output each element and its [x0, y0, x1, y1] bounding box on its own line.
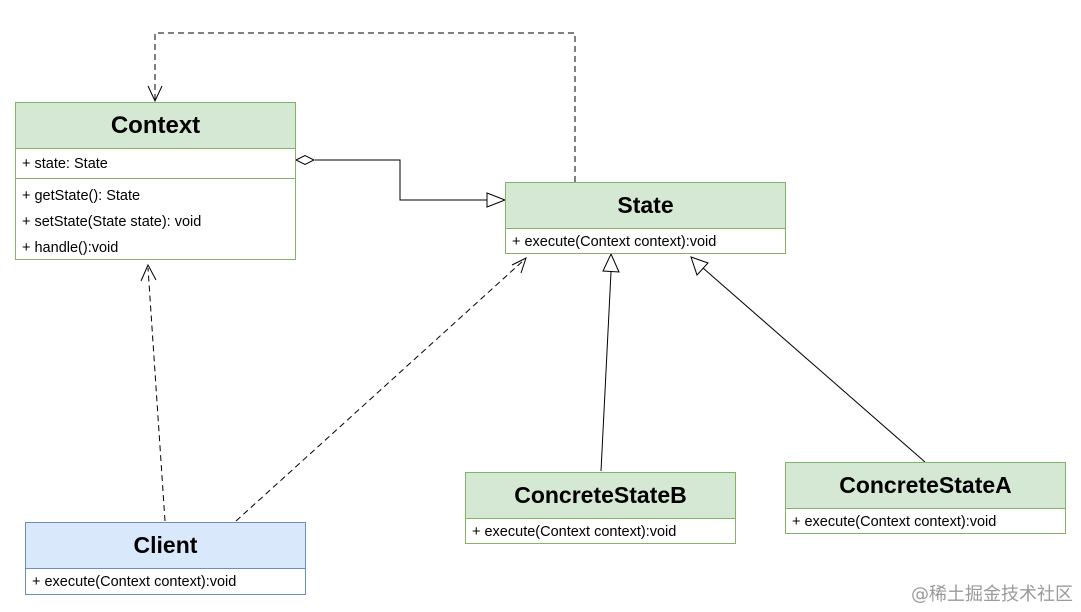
client-operations: + execute(Context context):void [26, 569, 305, 595]
state-class-name: State [506, 183, 785, 229]
client-class[interactable]: Client + execute(Context context):void [25, 522, 306, 595]
concrete-state-a-class-name: ConcreteStateA [786, 463, 1065, 509]
concrete-state-a-operation-execute: + execute(Context context):void [792, 514, 997, 530]
concrete-state-b-operation-execute: + execute(Context context):void [472, 524, 677, 540]
client-state-dependency [235, 257, 527, 522]
aggregation-diamond [294, 154, 316, 166]
client-context-dependency [140, 263, 166, 522]
state-context-dependency-line [154, 32, 576, 182]
context-class-name: Context [16, 103, 295, 149]
concrete-state-a-generalization [690, 256, 926, 463]
context-attributes: + state: State [16, 149, 295, 179]
context-operation-setstate: + setState(State state): void [22, 214, 202, 230]
concrete-state-b-generalization-arrowhead [602, 252, 620, 273]
concrete-state-b-generalization-line [600, 271, 612, 472]
context-attribute-state: + state: State [22, 156, 108, 172]
client-state-dependency-arrowhead [511, 257, 527, 274]
context-state-aggregation-line [315, 159, 488, 201]
context-state-aggregation [294, 154, 507, 208]
concrete-state-a-generalization-arrowhead [690, 256, 709, 276]
client-operation-execute: + execute(Context context):void [32, 574, 237, 590]
concrete-state-a-class[interactable]: ConcreteStateA + execute(Context context… [785, 462, 1066, 534]
state-operation-execute: + execute(Context context):void [512, 234, 717, 250]
concrete-state-b-generalization [600, 252, 620, 472]
context-operations: + getState(): State + setState(State sta… [16, 179, 295, 261]
client-class-name: Client [26, 523, 305, 569]
concrete-state-a-generalization-line [702, 267, 926, 463]
state-context-dependency [147, 32, 576, 182]
state-context-dependency-arrowhead [147, 85, 163, 103]
state-class[interactable]: State + execute(Context context):void [505, 182, 786, 254]
client-context-dependency-line [147, 267, 166, 522]
context-operation-handle: + handle():void [22, 240, 119, 256]
client-state-dependency-line [235, 259, 525, 522]
context-class[interactable]: Context + state: State + getState(): Sta… [15, 102, 296, 260]
concrete-state-a-operations: + execute(Context context):void [786, 509, 1065, 535]
state-operations: + execute(Context context):void [506, 229, 785, 255]
concrete-state-b-class[interactable]: ConcreteStateB + execute(Context context… [465, 472, 736, 544]
concrete-state-b-class-name: ConcreteStateB [466, 473, 735, 519]
watermark: @稀土掘金技术社区 [911, 584, 1073, 605]
context-operation-getstate: + getState(): State [22, 188, 141, 204]
context-state-arrowhead [486, 192, 507, 208]
concrete-state-b-operations: + execute(Context context):void [466, 519, 735, 545]
client-context-dependency-arrowhead [140, 263, 157, 282]
